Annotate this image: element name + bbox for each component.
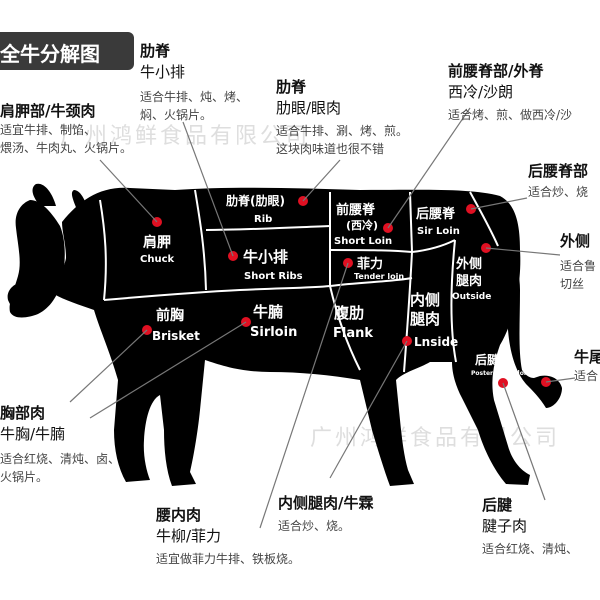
callout-shank-head: 后腱 [482,496,513,514]
cut-inside-cn2: 腿肉 [410,310,440,328]
cut-outside-cn: 外侧 [455,256,482,272]
cut-shank-en: Posterior tendon [471,370,528,377]
callout-outside-desc: 适合鲁 [560,259,597,273]
cut-rib-en: Rib [254,214,272,225]
callout-inside-head: 内侧腿肉/牛霖 [278,494,374,512]
cut-sirloin-back-cn: 后腰脊 [416,206,456,222]
callout-tail: 牛尾 适合 [574,346,600,385]
callout-rib-short-sub: 牛小排 [140,63,186,81]
callout-rib-eye-desc: 适合牛排、涮、烤、煎。 [276,124,409,138]
callout-tail-desc: 适合 [574,369,599,383]
cut-shortribs-cn: 牛小排 [243,248,288,266]
callout-rib-eye-desc: 这块肉味道也很不错 [276,142,385,156]
callout-inside-desc: 适合炒、烧。 [278,519,351,533]
callout-rib-eye-sub: 肋眼/眼肉 [276,99,342,117]
callout-outside-desc: 切丝 [560,277,585,291]
callout-chuck: 肩胛部/牛颈肉 适宜牛排、制馅、 煨汤、牛肉丸、火锅片。 [0,100,132,157]
cut-shank-cn: 后腱 [475,352,500,367]
cut-sirloin-cn: 牛腩 [253,303,283,321]
cut-shortloin-cn2: (西冷) [346,218,378,232]
cut-rib-cn: 肋脊(肋眼) [226,193,285,208]
callout-rib-short: 肋脊 牛小排 适合牛排、炖、烤、 焖、火锅片。 [140,40,248,124]
callout-outside-head: 外侧 [560,232,591,250]
cut-outside-cn2: 腿肉 [456,273,482,289]
callout-shank-sub: 腱子肉 [482,517,528,535]
callout-tail-head: 牛尾 [574,348,600,366]
cut-shortloin-cn: 前腰脊 [336,202,376,218]
callout-rib-short-desc: 焖、火锅片。 [140,108,213,122]
cut-brisket-cn: 前胸 [156,307,184,324]
cow-silhouette [7,183,562,486]
callout-brisket-sub: 牛胸/牛腩 [0,425,66,443]
cut-flank-cn: 腹肋 [334,304,364,322]
cut-sirloin-back-en: Sir Loin [417,226,460,237]
callout-tender-desc: 适宜做菲力牛排、铁板烧。 [156,552,301,566]
callout-shank-desc: 适合红烧、清炖、 [482,542,579,556]
cut-tender-en: Tender loin [354,272,404,281]
cut-lines [99,189,499,373]
callout-sir-loin: 后腰脊部 适合炒、烧 [528,160,588,201]
cut-inside-cn: 内侧 [410,291,440,309]
watermark: 广州鸿鲜食品有限公司 [310,426,561,451]
callout-tender: 腰内肉 牛柳/菲力 适宜做菲力牛排、铁板烧。 [156,504,300,568]
callout-brisket: 胸部肉 牛胸/牛腩 适合红烧、清炖、卤、 火锅片。 [0,402,120,486]
callout-sir-loin-desc: 适合炒、烧 [528,185,589,199]
callout-short-loin: 前腰脊部/外脊 西冷/沙朗 适合烤、煎、做西冷/沙 [448,60,572,124]
callout-rib-short-head: 肋脊 [140,42,171,60]
callout-inside: 内侧腿肉/牛霖 适合炒、烧。 [278,492,373,535]
cut-tail-cn: 牛尾 [519,341,542,367]
cut-flank-en: Flank [333,326,373,341]
cut-outside-en: Outside [452,292,491,302]
callout-chuck-desc: 煨汤、牛肉丸、火锅片。 [0,141,133,155]
cut-shortribs-en: Short Ribs [244,271,303,282]
cut-tender-cn: 菲力 [357,256,383,272]
callout-chuck-head: 肩胛部/牛颈肉 [0,102,96,120]
cut-shortloin-en: Short Loin [334,236,392,247]
leader-lines [69,107,576,529]
cut-inside-en: Lnside [414,335,458,349]
callout-short-loin-desc: 适合烤、煎、做西冷/沙 [448,108,573,122]
callout-shank: 后腱 腱子肉 适合红烧、清炖、 [482,494,578,558]
cut-chuck-cn: 肩胛 [143,234,171,251]
callout-brisket-desc: 火锅片。 [0,470,49,484]
callout-outside: 外侧 适合鲁 切丝 [560,230,596,293]
page-title: 全牛分解图 [0,42,100,66]
callout-rib-eye: 肋脊 肋眼/眼肉 适合牛排、涮、烤、煎。 这块肉味道也很不错 [276,76,408,158]
callout-tender-head: 腰内肉 [156,506,202,524]
watermark: 广州鸿鲜食品有限公司 [60,124,311,149]
cut-chuck-en: Chuck [140,254,175,265]
cut-brisket-en: Brisket [152,329,200,343]
callout-tender-sub: 牛柳/菲力 [156,527,222,545]
callout-brisket-head: 胸部肉 [0,404,46,422]
cut-sirloin-en: Sirloin [250,325,297,340]
callout-short-loin-sub: 西冷/沙朗 [448,83,514,101]
callout-chuck-desc: 适宜牛排、制馅、 [0,123,97,137]
callout-sir-loin-head: 后腰脊部 [528,162,589,180]
callout-short-loin-head: 前腰脊部/外脊 [448,62,544,80]
title-banner: 全牛分解图 [0,32,134,70]
callout-rib-eye-head: 肋脊 [276,78,307,96]
callout-brisket-desc: 适合红烧、清炖、卤、 [0,452,121,466]
callout-rib-short-desc: 适合牛排、炖、烤、 [140,90,249,104]
